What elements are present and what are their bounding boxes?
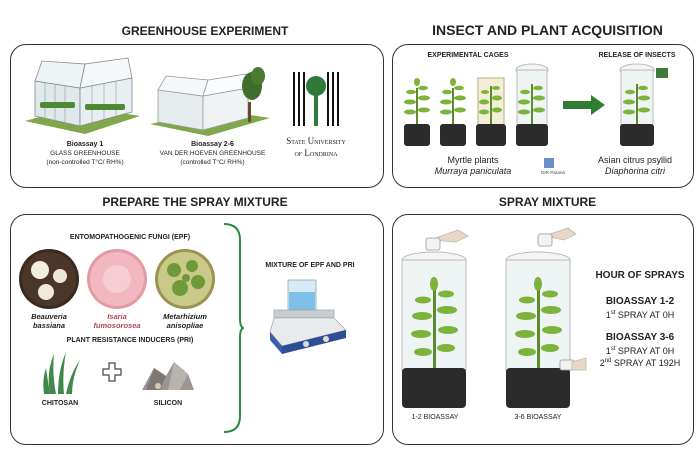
greenhouse-title: GREENHOUSE EXPERIMENT (121, 24, 289, 38)
spray-time: SPRAY AT 192H (611, 358, 681, 368)
idr-logo-icon (544, 158, 554, 168)
asian-citrus-psyllid-scientific-name: Diaphorina citri (604, 166, 666, 176)
metarhizium-petri-dish-icon (155, 249, 215, 309)
mixture-epf-pri-label: MIXTURE OF EPF AND PRI (265, 262, 355, 269)
bioassay2-6-name: Bioassay 2-6 (191, 141, 234, 148)
bioassay1-name: Bioassay 1 (66, 141, 104, 148)
silicon-label: SILICON (153, 400, 183, 407)
bioassay2-6-conditions: (controlled T°C/ RH%) (180, 159, 245, 166)
myrtle-plants-label: Myrtle plants (447, 155, 499, 165)
spray-ordinal-suffix: nd (604, 358, 612, 364)
bioassay-1-2-title: BIOASSAY 1-2 (605, 296, 675, 307)
van-der-hoeven-greenhouse-illustration (150, 67, 270, 136)
plus-icon (102, 362, 122, 382)
fungus-2-species: fumosorosea (93, 321, 141, 330)
chitosan-seaweed-icon (43, 352, 80, 394)
release-of-insects-label: RELEASE OF INSECTS (598, 52, 676, 59)
asian-citrus-psyllid-label: Asian citrus psyllid (597, 155, 673, 165)
spray-ordinal-suffix: st (610, 346, 616, 352)
cage-3-6-bioassay-illustration (505, 227, 587, 408)
fungus-3-species: anisopliae (166, 321, 204, 330)
myrtle-plants-illustration (404, 63, 549, 146)
hour-of-sprays-title: HOUR OF SPRAYS (595, 270, 685, 281)
experimental-cages-label: EXPERIMENTAL CAGES (427, 52, 509, 59)
fungus-3-genus: Metarhizium (163, 312, 207, 321)
bioassay-3-6-first-spray: 1st SPRAY AT 0H (590, 346, 690, 356)
bioassay-3-6-title: BIOASSAY 3-6 (605, 332, 675, 343)
insect-release-cage-illustration (619, 63, 668, 146)
bioassay1-greenhouse-type: GLASS GREENHOUSE (50, 150, 120, 157)
chitosan-label: CHITOSAN (41, 400, 79, 407)
cage-1-2-bioassay-illustration (401, 229, 469, 408)
spray-ordinal-suffix: st (610, 310, 616, 316)
cage-1-2-bioassay-label: 1-2 BIOASSAY (411, 414, 459, 421)
myrtle-plants-scientific-name: Murraya paniculata (434, 166, 512, 176)
spray-time: SPRAY AT 0H (615, 346, 675, 356)
magnetic-stirrer-beaker-icon (269, 279, 347, 354)
bioassay-1-2-first-spray: 1st SPRAY AT 0H (590, 310, 690, 320)
isaria-petri-dish-icon (87, 249, 147, 309)
university-name-line1: State University (286, 136, 346, 146)
spray-mixture-title: SPRAY MIXTURE (498, 195, 597, 209)
silicon-rocks-icon (142, 362, 194, 390)
glass-greenhouse-illustration (25, 57, 140, 134)
university-logo (290, 68, 342, 130)
prepare-mixture-title: PREPARE THE SPRAY MIXTURE (102, 195, 288, 209)
bioassay2-6-greenhouse-type: VAN DER HOEVEN GREENHOUSE (159, 150, 266, 157)
spray-ordinal: 1 (605, 346, 611, 356)
pri-label: PLANT RESISTANCE INDUCERS (PRI) (66, 337, 194, 344)
epf-label: ENTOMOPATHOGENIC FUNGI (EPF) (69, 234, 191, 241)
arrow-right-icon (563, 95, 605, 115)
green-bracket (223, 223, 245, 433)
university-name-line2: of Londrina (294, 148, 338, 158)
bioassay1-conditions: (non-controlled T°C/ RH%) (46, 159, 124, 166)
fungus-2-genus: Isaria (107, 312, 127, 321)
fungus-1-genus: Beauveria (31, 312, 67, 321)
beauveria-petri-dish-icon (19, 249, 79, 309)
idr-logo-label: IDR-Paraná (541, 170, 565, 175)
spray-ordinal: 2 (599, 358, 605, 368)
bioassay-3-6-second-spray: 2nd SPRAY AT 192H (590, 358, 690, 368)
fungus-1-species: bassiana (32, 321, 66, 330)
spray-time: SPRAY AT 0H (615, 310, 675, 320)
cage-3-6-bioassay-label: 3-6 BIOASSAY (514, 414, 562, 421)
spray-ordinal: 1 (605, 310, 611, 320)
insect-plant-title: INSECT AND PLANT ACQUISITION (432, 22, 663, 38)
